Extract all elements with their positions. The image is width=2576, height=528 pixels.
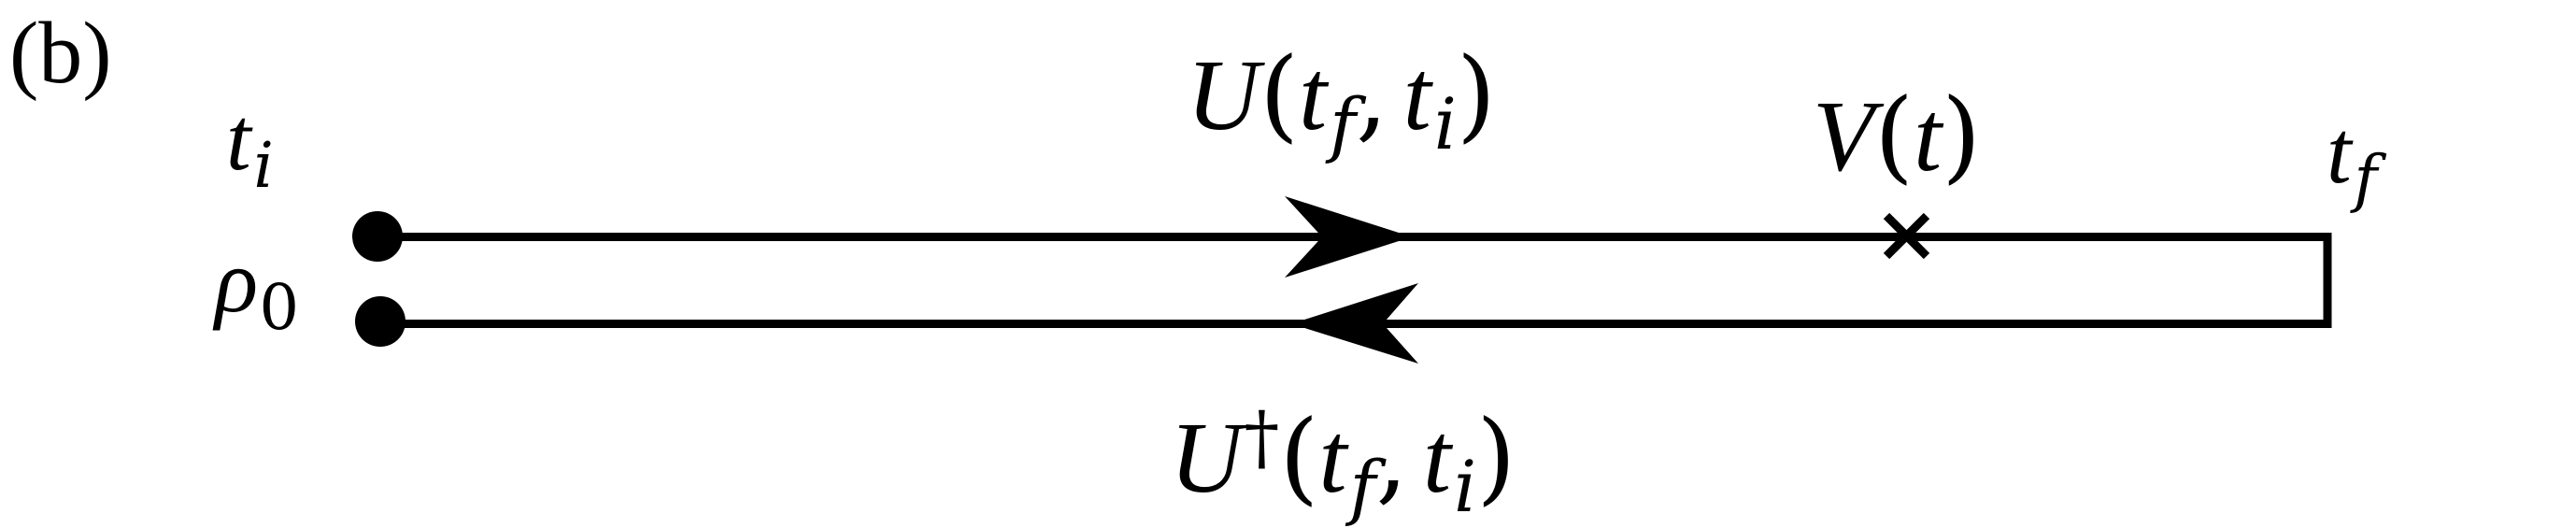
upper-start-dot bbox=[352, 211, 403, 262]
backward-arg1: t bbox=[1318, 403, 1347, 514]
right-arrow-icon bbox=[1285, 196, 1412, 278]
perturbation-open-paren: ( bbox=[1873, 78, 1914, 194]
t-final-base: t bbox=[2327, 102, 2352, 202]
backward-close-paren: ) bbox=[1476, 399, 1516, 516]
rho-sub: 0 bbox=[259, 270, 300, 344]
forward-evolution-label: U(tf,ti) bbox=[1187, 45, 1496, 160]
backward-open-paren: ( bbox=[1279, 399, 1319, 516]
t-initial-base: t bbox=[226, 89, 251, 189]
lower-start-dot bbox=[355, 296, 406, 347]
rho-base: ρ bbox=[215, 231, 259, 331]
backward-arg2: t bbox=[1422, 403, 1451, 514]
backward-evolution-label: U†(tf,ti) bbox=[1170, 402, 1516, 522]
forward-open-paren: ( bbox=[1260, 36, 1300, 153]
rho-initial-label: ρ0 bbox=[215, 235, 299, 339]
perturbation-op: V bbox=[1813, 81, 1874, 193]
backward-arg1-sub: f bbox=[1349, 446, 1376, 528]
backward-arg2-sub: i bbox=[1454, 446, 1477, 528]
backward-op: U bbox=[1170, 403, 1243, 514]
t-final-sub: f bbox=[2354, 141, 2378, 215]
left-arrow-icon bbox=[1291, 283, 1418, 364]
forward-arg2-sub: i bbox=[1433, 83, 1457, 166]
t-initial-sub: i bbox=[253, 128, 274, 202]
forward-op: U bbox=[1187, 40, 1260, 151]
forward-close-paren: ) bbox=[1456, 36, 1497, 153]
forward-arg2: t bbox=[1402, 40, 1431, 151]
perturbation-arg: t bbox=[1914, 81, 1943, 193]
dagger-sup: † bbox=[1244, 396, 1280, 479]
backward-sep: , bbox=[1375, 399, 1408, 516]
forward-arg1-sub: f bbox=[1330, 83, 1357, 166]
panel-label: (b) bbox=[9, 5, 112, 102]
forward-arg1: t bbox=[1299, 40, 1328, 151]
perturbation-label: V(t) bbox=[1813, 86, 1981, 188]
perturbation-close-paren: ) bbox=[1942, 78, 1982, 194]
forward-sep: , bbox=[1356, 36, 1388, 153]
cross-mark-icon bbox=[1883, 212, 1930, 260]
t-initial-label: ti bbox=[226, 93, 274, 197]
t-final-label: tf bbox=[2327, 107, 2377, 210]
